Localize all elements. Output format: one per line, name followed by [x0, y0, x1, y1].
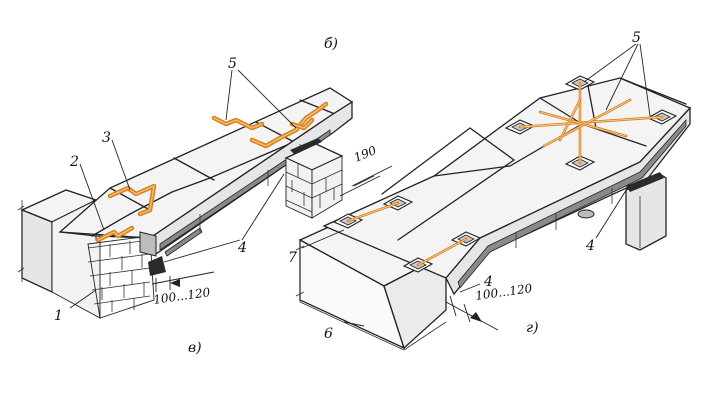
callout-2: 2: [69, 154, 79, 170]
dim-left-bearing: [151, 271, 215, 292]
callout-1: 1: [54, 308, 63, 324]
callout-5-right: 5: [632, 30, 641, 46]
right-leaders: [301, 43, 651, 327]
dim-190: [339, 165, 393, 197]
right-assembly: 5 4 4 7 6 100...120 г): [288, 30, 692, 351]
panel-top-label: б): [324, 36, 338, 52]
panel-right-label: г): [526, 320, 539, 336]
callout-4-right-a: 4: [585, 238, 595, 254]
callout-3: 3: [102, 130, 111, 146]
right-support-pier: [625, 172, 667, 251]
callout-5-left: 5: [228, 56, 237, 72]
callout-7: 7: [288, 250, 297, 266]
callout-6: 6: [324, 326, 333, 342]
dim-left-bearing-label: 100...120: [152, 285, 211, 307]
left-assembly: 1 2 3 5 4 100...120 190 в) б): [17, 36, 393, 356]
dim-right-bearing: [445, 295, 499, 331]
panel-left-label: в): [188, 340, 202, 356]
left-brick-pier: [284, 138, 344, 219]
left-anchors: [95, 101, 329, 243]
bottom-border: [0, 400, 720, 405]
dim-190-label: 190: [352, 143, 379, 165]
left-leaders: [69, 69, 297, 309]
right-ties: [346, 81, 664, 267]
callout-4-right-b: 4: [483, 274, 493, 290]
callout-4-left: 4: [237, 240, 247, 256]
